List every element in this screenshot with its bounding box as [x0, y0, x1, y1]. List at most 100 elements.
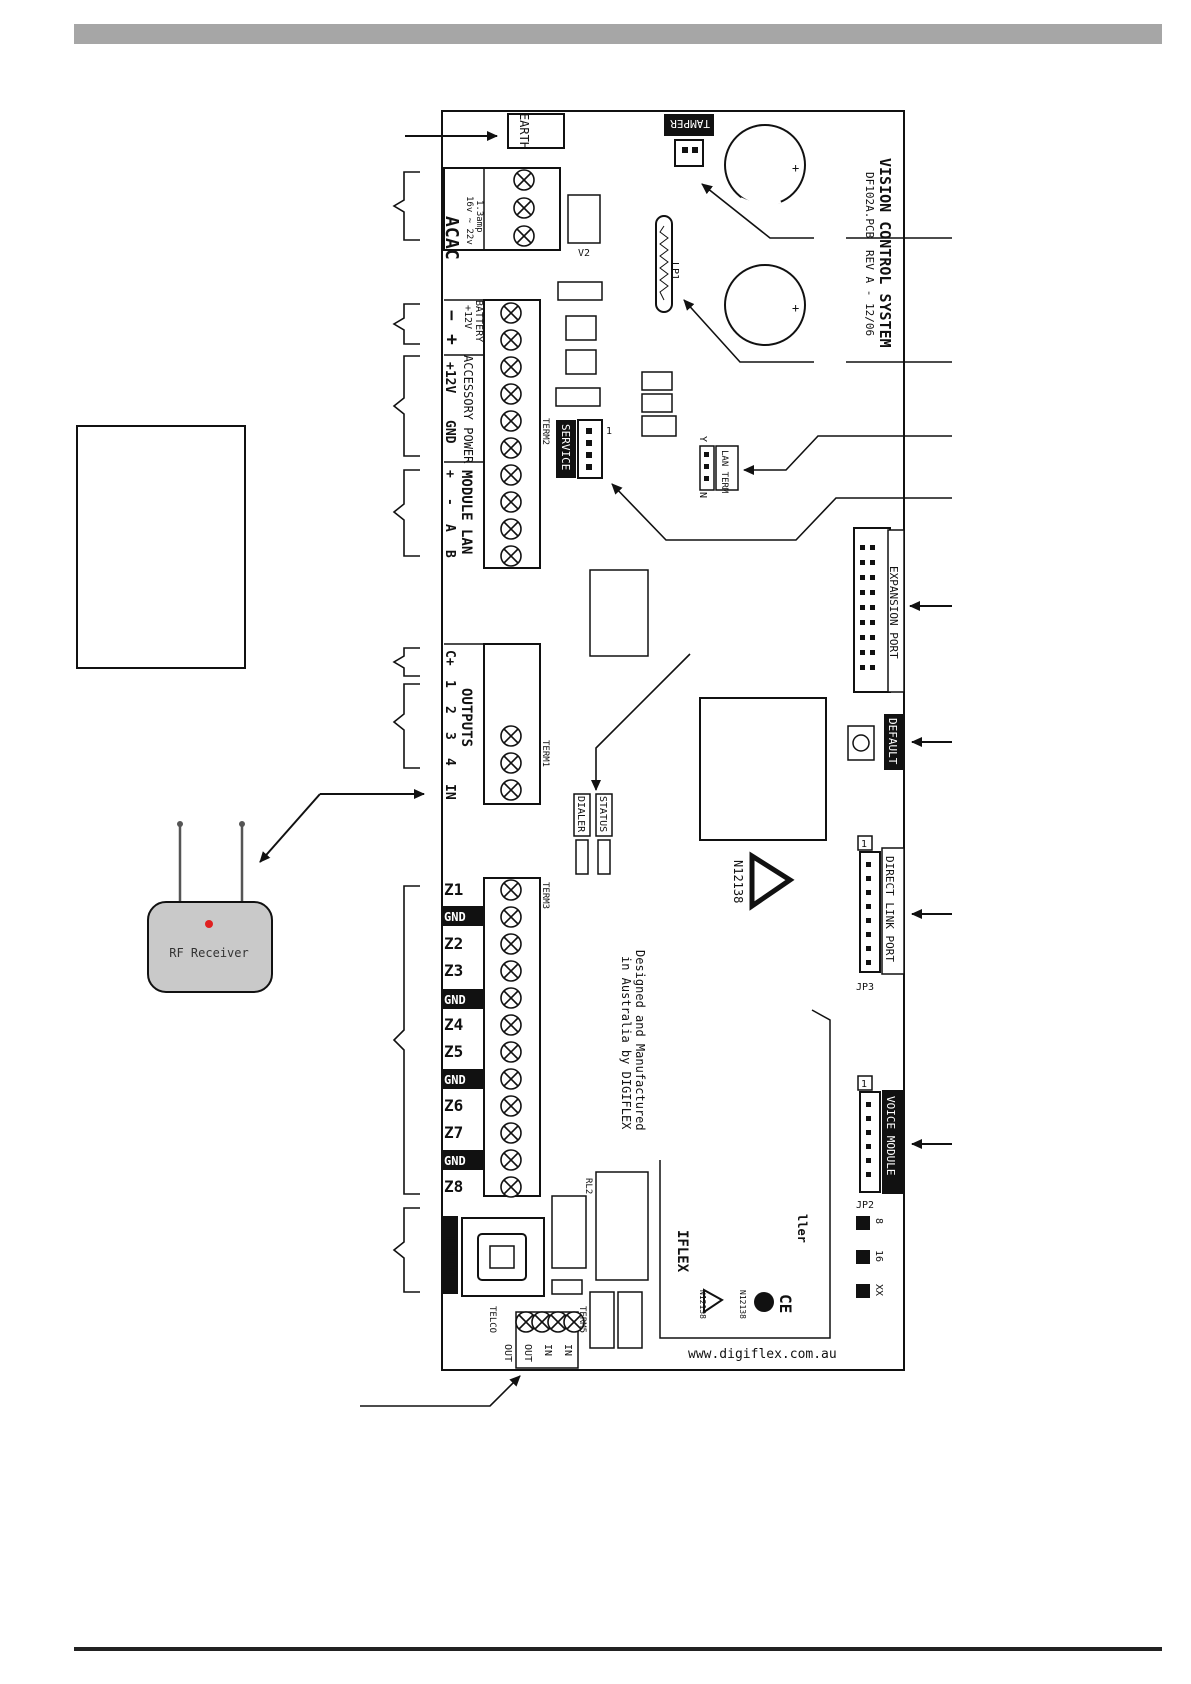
board-url: www.digiflex.com.au	[688, 1347, 837, 1362]
battery-label-1: +12V	[462, 305, 473, 329]
iflex-text: IFLEX	[674, 1230, 690, 1273]
accessory-gnd: GND	[442, 420, 457, 444]
footer-rule	[74, 1647, 1162, 1651]
v2-label: V2	[578, 248, 590, 259]
lan-a: A	[442, 524, 457, 532]
jp2-label: JP2	[856, 1200, 874, 1211]
zone-z2: Z2	[444, 934, 463, 953]
lan-minus: -	[442, 498, 457, 506]
accessory-power-label: ACCESSORY POWER	[461, 355, 475, 464]
default-label-box	[884, 714, 904, 770]
voice-module-pin1: 1	[861, 1079, 867, 1090]
term3-label: TERM3	[540, 882, 550, 909]
earth-label-box	[507, 113, 565, 149]
svg-text:+: +	[792, 161, 799, 175]
v2-part	[567, 194, 601, 244]
term5-out-2: OUT	[522, 1344, 533, 1362]
status-label: STATUS	[597, 796, 608, 832]
rl2-label: RL2	[583, 1178, 593, 1194]
lp1-label: LP1	[669, 262, 680, 280]
capacitor-2	[724, 264, 806, 346]
lan-term-y: Y	[697, 436, 708, 442]
chip-small	[589, 569, 649, 657]
board-pcb: DF102A.PCB	[863, 172, 876, 239]
board-title: VISION CONTROL SYSTEM	[876, 158, 894, 348]
ce-mark: CE	[776, 1294, 795, 1313]
output-in: IN	[442, 784, 457, 800]
outputs-label: OUTPUTS	[458, 688, 474, 747]
dip-16: 16	[873, 1250, 884, 1262]
service-label: SERVICE	[559, 424, 572, 470]
zone-z7: Z7	[444, 1123, 463, 1142]
status-label-box	[595, 793, 613, 837]
term5-out-1: OUT	[502, 1344, 513, 1362]
lan-term-n: N	[697, 492, 708, 498]
output-1: 1	[442, 680, 457, 688]
term5-in-2: IN	[562, 1344, 573, 1356]
output-3: 3	[442, 732, 457, 740]
cert-number-small-2: N12138	[738, 1290, 747, 1319]
ac-spec-2: 1.3amp	[474, 200, 484, 233]
rf-receiver-arrow	[259, 793, 321, 863]
leader-lines	[360, 183, 952, 1407]
direct-link-port	[859, 851, 881, 973]
tamper-switch	[674, 139, 704, 167]
rl2-relay	[551, 1195, 587, 1269]
ac-label-2: AC	[441, 238, 462, 260]
relay-large	[595, 1171, 649, 1281]
output-c-plus: C+	[442, 650, 457, 666]
designed-text-2: in Australia by DIGIFLEX	[619, 956, 633, 1130]
default-label: DEFAULT	[886, 718, 899, 765]
term1-block	[483, 643, 541, 805]
lan-b: B	[442, 550, 457, 558]
status-led	[597, 839, 611, 875]
accessory-12v: +12V	[442, 362, 457, 393]
output-2: 2	[442, 706, 457, 714]
dialer-led	[575, 839, 589, 875]
zone-z3: Z3	[444, 961, 463, 980]
ac-terminal	[443, 167, 561, 251]
battery-plus: +	[441, 334, 462, 345]
chip-main	[699, 697, 827, 841]
notes-box	[76, 425, 246, 669]
term1-label: TERM1	[540, 740, 550, 767]
expansion-port-label: EXPANSION PORT	[887, 566, 900, 659]
svg-text:+: +	[792, 301, 799, 315]
term5-in-1: IN	[542, 1344, 553, 1356]
module-lan-label: MODULE LAN	[458, 470, 474, 554]
rf-receiver-label: RF Receiver	[169, 946, 248, 960]
tamper-label-box	[664, 114, 714, 136]
voice-module-label: VOICE MODULE	[884, 1096, 897, 1175]
zone-z1: Z1	[444, 880, 463, 899]
lp1-fuse	[655, 215, 673, 313]
voice-module-port	[859, 1091, 881, 1193]
header-bar	[74, 24, 1162, 44]
cert-number: N12138	[731, 860, 745, 903]
zone-z6: Z6	[444, 1096, 463, 1115]
term5-label: TERM5	[577, 1306, 587, 1333]
dip-8: 8	[873, 1218, 884, 1224]
dialer-label: DIALER	[575, 796, 586, 833]
dip-xx: XX	[873, 1284, 884, 1296]
zone-z8: Z8	[444, 1177, 463, 1196]
zone-gnd-3: GND	[444, 1073, 466, 1087]
direct-link-pin1: 1	[861, 839, 867, 850]
telco-small-label: TELCO	[487, 1306, 497, 1333]
designed-text-1: Designed and Manufactured	[633, 950, 647, 1131]
battery-label-2: BATTERY	[473, 300, 484, 342]
lan-term-label: LAN TERM	[719, 450, 729, 494]
service-label-box	[556, 420, 576, 478]
left-braces	[392, 171, 420, 1293]
board-rev: REV A - 12/06	[863, 250, 876, 336]
rf-receiver: RF Receiver	[147, 821, 273, 993]
telco-strip	[442, 1216, 458, 1294]
approval-mark	[749, 851, 795, 911]
lan-plus: +	[442, 470, 457, 478]
output-4: 4	[442, 758, 457, 766]
zone-gnd-2: GND	[444, 993, 466, 1007]
zone-gnd-4: GND	[444, 1154, 466, 1168]
ac-label-1: AC	[441, 216, 462, 238]
zone-z4: Z4	[444, 1015, 463, 1034]
tamper-label: TAMPER	[670, 117, 710, 130]
